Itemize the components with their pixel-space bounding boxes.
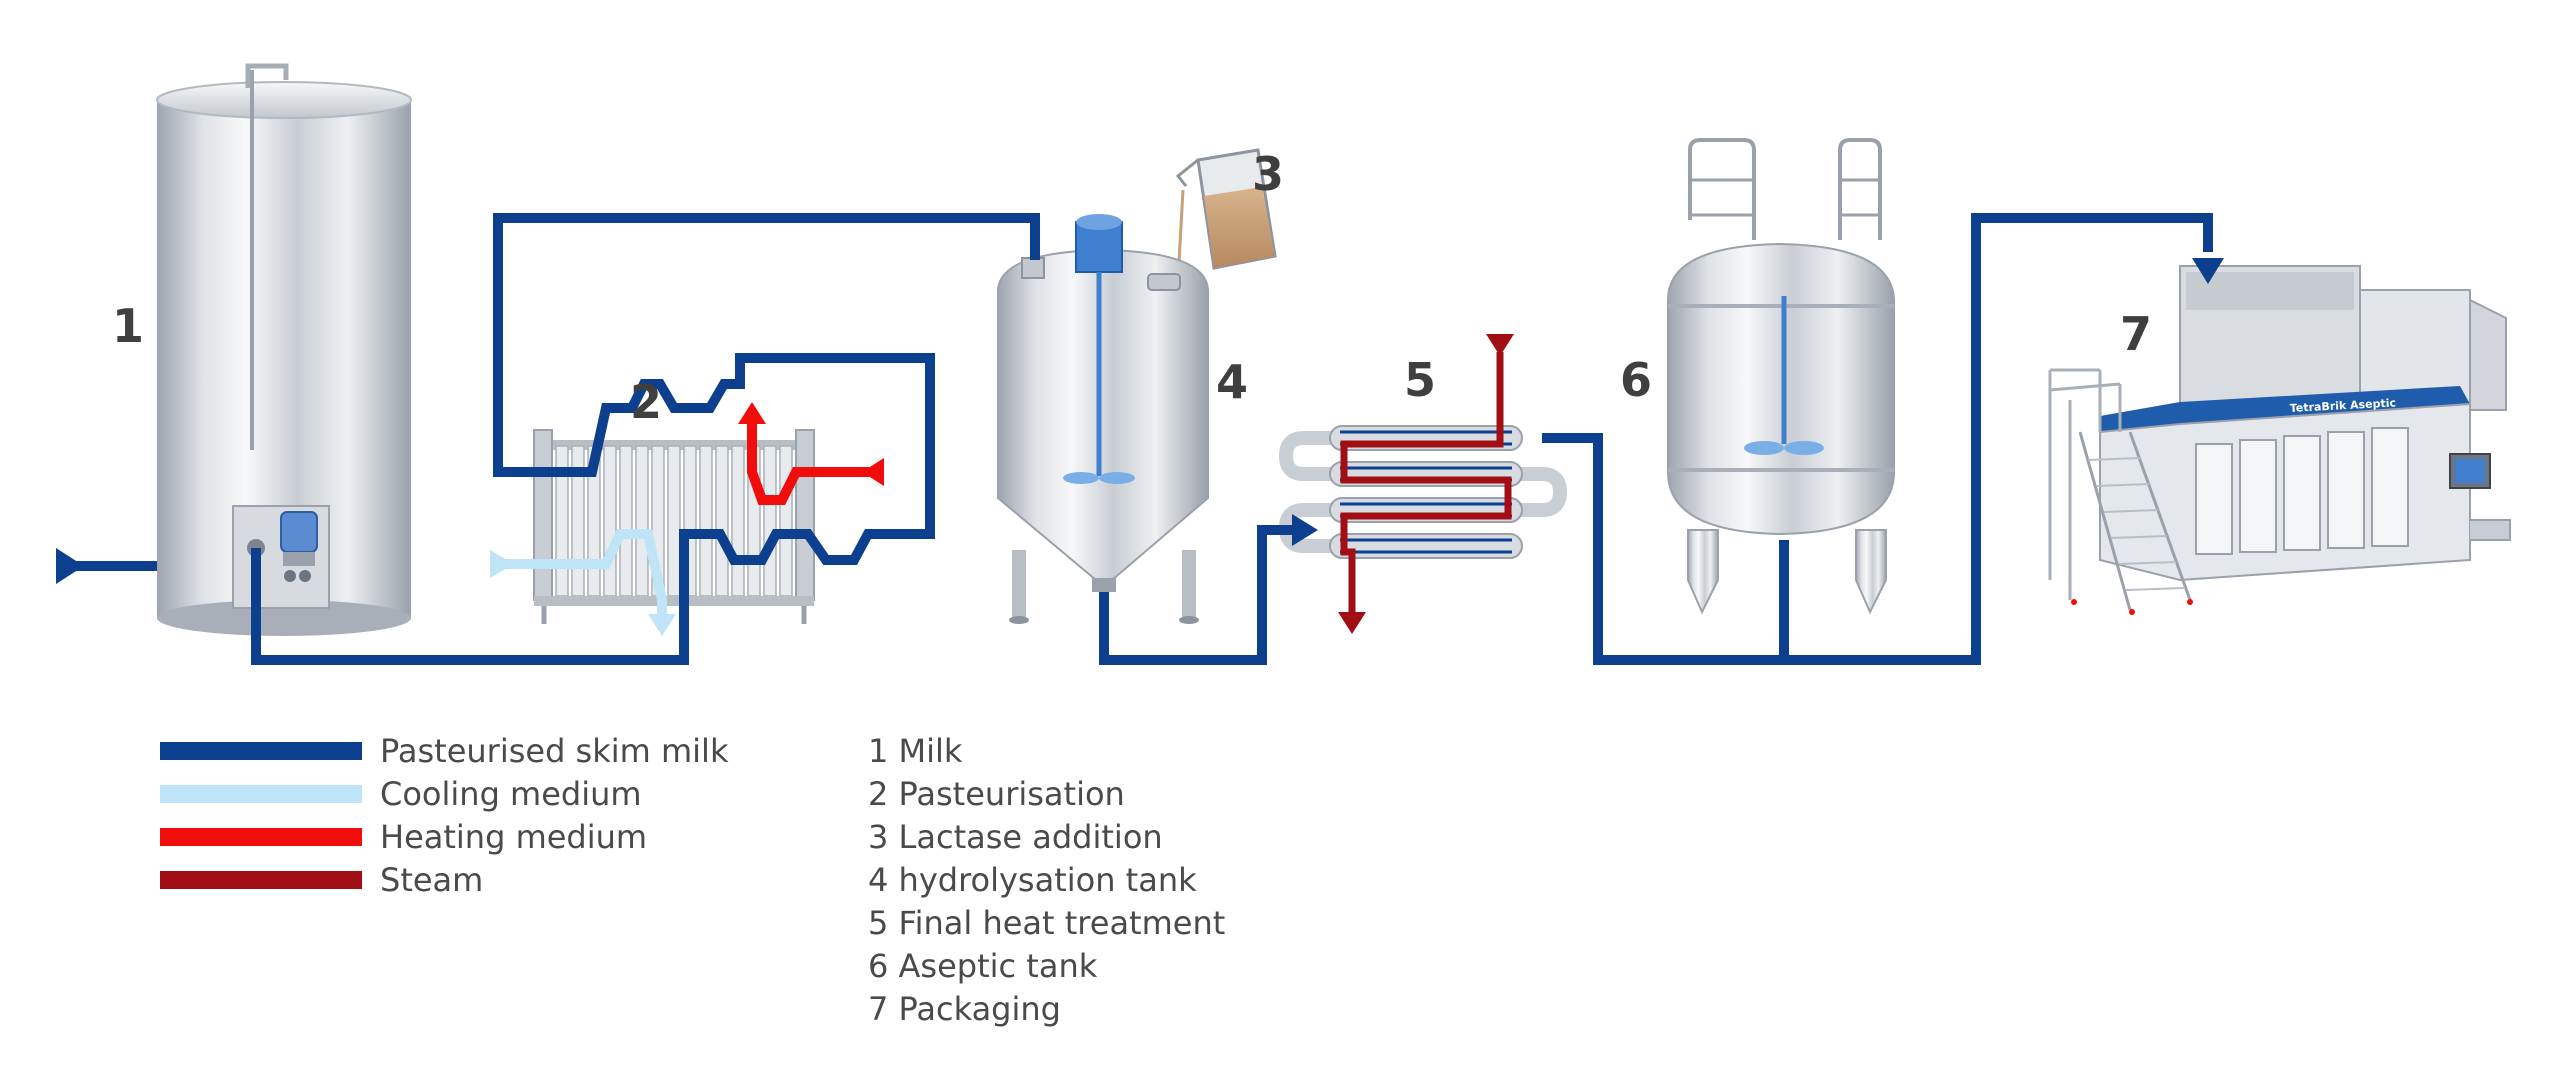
milk-final-heat-to-aseptic-pipe — [1542, 433, 1789, 665]
cooling-outlet-arrow-icon — [648, 614, 676, 636]
cooling-inlet-arrow-icon — [490, 550, 514, 578]
legend-swatch-milk — [160, 742, 362, 760]
step-item-4: 4 hydrolysation tank — [868, 861, 1197, 899]
cooling-pipes — [504, 529, 667, 616]
legend-swatch-heating — [160, 828, 362, 846]
step-item-2: 2 Pasteurisation — [868, 775, 1125, 813]
legend-label-steam: Steam — [380, 861, 483, 899]
step-item-7: 7 Packaging — [868, 990, 1061, 1028]
steam-outlet-arrow-icon — [1338, 612, 1366, 634]
legend-item-cooling: Cooling medium — [160, 775, 642, 813]
heating-inlet-arrow-icon — [862, 458, 884, 486]
steam-pipes — [1340, 352, 1512, 612]
equipment-number-7: 7 — [2120, 307, 2152, 361]
legend-item-heating: Heating medium — [160, 818, 647, 856]
legend-label-cooling: Cooling medium — [380, 775, 642, 813]
legend-swatch-steam — [160, 871, 362, 889]
equipment-number-4: 4 — [1216, 355, 1248, 409]
packaging-machine: TetraBrik Aseptic — [2048, 265, 2511, 615]
milk-packaging-arrow-icon — [2192, 258, 2224, 284]
step-item-3: 3 Lactase addition — [868, 818, 1163, 856]
plate-heat-exchanger — [533, 429, 815, 624]
step-item-6: 6 Aseptic tank — [868, 947, 1098, 985]
milk-pipes — [74, 213, 2213, 665]
milk-silo — [156, 63, 412, 636]
legend-label-milk: Pasteurised skim milk — [380, 732, 729, 770]
legend-item-milk: Pasteurised skim milk — [160, 732, 729, 770]
legend-swatch-cooling — [160, 785, 362, 803]
legend: Pasteurised skim milk Cooling medium Hea… — [160, 732, 729, 899]
step-item-1: 1 Milk — [868, 732, 963, 770]
equipment-number-1: 1 — [112, 299, 144, 353]
step-list: 1 Milk 2 Pasteurisation 3 Lactase additi… — [868, 732, 1225, 1028]
heating-outlet-arrow-icon — [738, 402, 766, 424]
equipment-number-5: 5 — [1404, 353, 1436, 407]
lactase-jug — [1175, 148, 1277, 270]
legend-label-heating: Heating medium — [380, 818, 647, 856]
milk-inlet-arrow-icon — [56, 548, 84, 584]
step-item-5: 5 Final heat treatment — [868, 904, 1225, 942]
milk-aseptic-to-packaging-pipe — [1784, 213, 2213, 665]
milk-silo-to-pasteuriser-pipe — [251, 213, 1040, 665]
equipment-number-6: 6 — [1620, 353, 1652, 407]
heating-pipes — [747, 418, 872, 505]
legend-item-steam: Steam — [160, 861, 483, 899]
equipment-number-2: 2 — [630, 375, 662, 429]
milk-final-heat-arrow-icon — [1292, 514, 1318, 546]
milk-tank-to-final-heat-pipe — [1099, 525, 1300, 665]
equipment-number-3: 3 — [1252, 147, 1284, 201]
steam-inlet-arrow-icon — [1486, 334, 1514, 356]
hydrolysation-tank — [997, 214, 1209, 624]
aseptic-tank — [1667, 138, 1895, 615]
